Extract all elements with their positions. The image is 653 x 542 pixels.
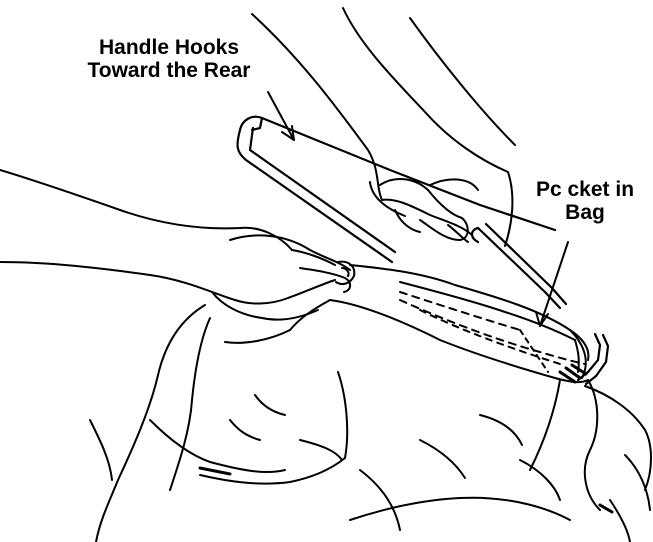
bag-tube	[330, 265, 588, 382]
pocket-label-line1: Pc cket in	[520, 178, 650, 201]
handle-label-line2: Toward the Rear	[54, 59, 284, 82]
handle-arrow	[268, 92, 294, 140]
handle-label-line1: Handle Hooks	[54, 36, 284, 59]
shading-marks	[200, 365, 612, 512]
pocket-in-bag-label: Pc cket in Bag	[520, 178, 650, 224]
left-hand	[0, 170, 354, 320]
handle-hooks-label: Handle Hooks Toward the Rear	[54, 36, 284, 82]
pocket-label-line2: Bag	[520, 201, 650, 224]
